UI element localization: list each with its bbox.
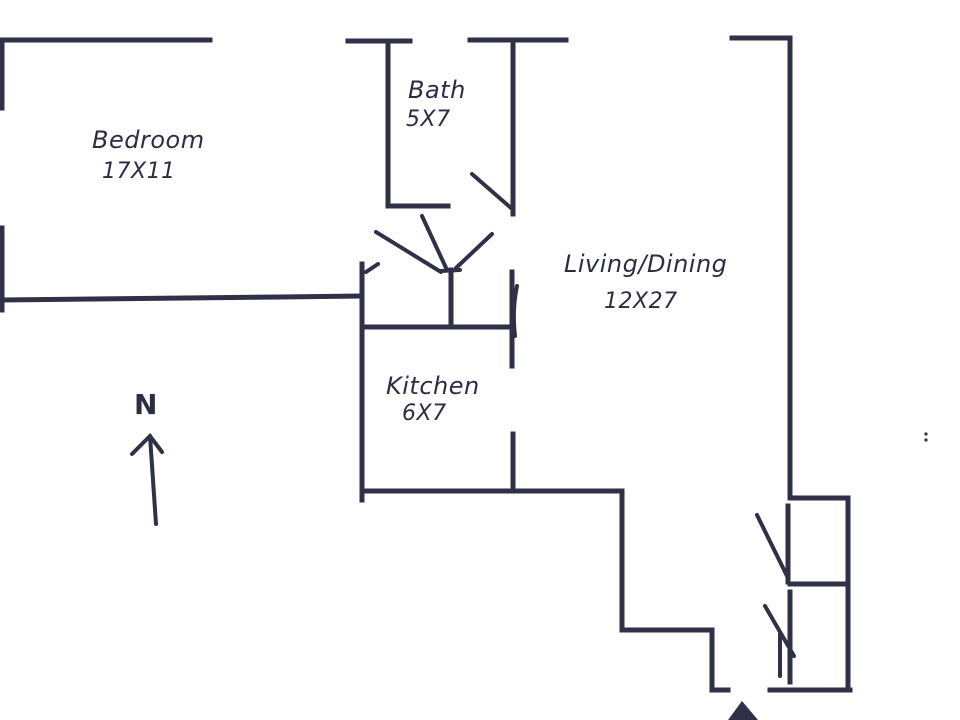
north-arrow-icon xyxy=(130,432,164,456)
kitchen-name: Kitchen xyxy=(386,372,480,400)
bath-door xyxy=(470,172,513,210)
bath-name: Bath xyxy=(408,76,466,104)
closet-lower-door xyxy=(763,604,796,658)
hall-doors xyxy=(374,214,494,274)
bedroom-walls xyxy=(0,37,363,313)
bedroom-name: Bedroom xyxy=(92,126,205,154)
living-size: 12X27 xyxy=(604,289,678,314)
bedroom-bottom-wall xyxy=(0,293,363,303)
kitchen-walls xyxy=(359,261,625,503)
bedroom-size: 17X11 xyxy=(102,159,176,184)
bath-size: 5X7 xyxy=(406,107,451,132)
closets xyxy=(755,495,851,693)
stray-dot xyxy=(924,438,928,442)
compass: N xyxy=(130,388,164,526)
hall-door-left xyxy=(374,230,443,274)
stray-dot xyxy=(924,432,928,436)
room-labels: Bedroom 17X11 Bath 5X7 Living/Dining 12X… xyxy=(92,76,727,426)
hall-door-center xyxy=(420,214,449,272)
hall-door-right xyxy=(454,232,494,270)
kitchen-size: 6X7 xyxy=(402,401,447,426)
kitchen-door xyxy=(511,284,519,338)
north-label: N xyxy=(134,388,158,421)
living-walls xyxy=(619,35,853,693)
kitchen-left-tick xyxy=(364,262,380,274)
bath-walls xyxy=(345,37,569,217)
closet-upper-door xyxy=(755,513,790,580)
north-arrow-shaft xyxy=(148,434,158,526)
living-name: Living/Dining xyxy=(564,250,727,278)
entry-marker-icon xyxy=(728,701,758,720)
